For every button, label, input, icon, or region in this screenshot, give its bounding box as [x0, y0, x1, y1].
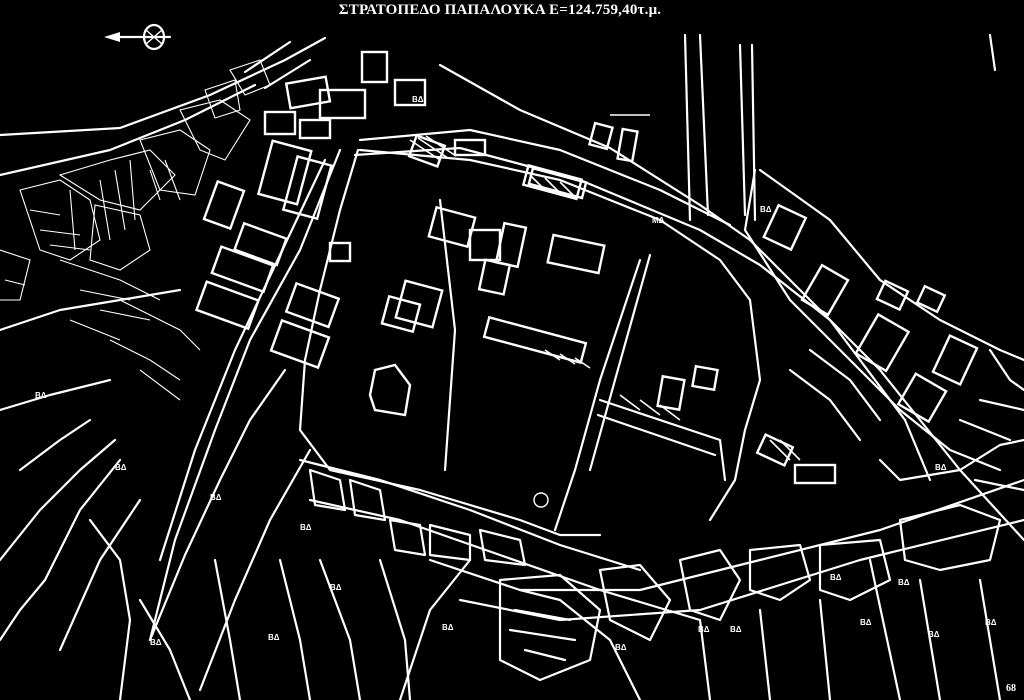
camp-buildings: [194, 133, 719, 508]
svg-text:ΒΔ: ΒΔ: [268, 633, 280, 642]
svg-text:ΒΔ: ΒΔ: [830, 573, 842, 582]
parcel-labels: ΒΔ ΒΔ ΒΔ ΒΔ ΒΔ ΒΔ ΒΔ ΒΔ ΒΔ ΒΔ ΒΔ ΒΔ ΒΔ Β…: [35, 95, 997, 652]
svg-text:ΒΔ: ΒΔ: [730, 625, 742, 634]
svg-text:ΒΔ: ΒΔ: [330, 583, 342, 592]
map-title: ΣΤΡΑΤΟΠΕΔΟ ΠΑΠΑΛΟΥΚΑ Ε=124.759,40τ.μ.: [0, 2, 1024, 19]
svg-text:ΒΔ: ΒΔ: [698, 625, 710, 634]
north-arrow-icon: [104, 23, 172, 51]
svg-text:ΒΔ: ΒΔ: [150, 638, 162, 647]
road-network: [0, 33, 1024, 700]
svg-text:ΒΔ: ΒΔ: [985, 618, 997, 627]
east-parcels: [743, 168, 1024, 492]
map-title-text: ΣΤΡΑΤΟΠΕΔΟ ΠΑΠΑΛΟΥΚΑ Ε=124.759,40τ.μ.: [338, 2, 662, 18]
svg-text:ΒΔ: ΒΔ: [412, 95, 424, 104]
hatching: [409, 135, 801, 461]
svg-text:ΒΔ: ΒΔ: [760, 205, 772, 214]
svg-text:ΒΔ: ΒΔ: [615, 643, 627, 652]
old-town-blocks: [0, 59, 271, 401]
svg-text:ΒΔ: ΒΔ: [300, 523, 312, 532]
page-number: 68: [1006, 683, 1016, 694]
svg-text:ΒΔ: ΒΔ: [115, 463, 127, 472]
svg-text:ΒΔ: ΒΔ: [928, 630, 940, 639]
svg-text:ΒΔ: ΒΔ: [935, 463, 947, 472]
svg-text:ΒΔ: ΒΔ: [860, 618, 872, 627]
south-blocks: [88, 468, 1002, 700]
svg-text:ΒΔ: ΒΔ: [442, 623, 454, 632]
svg-text:ΒΔ: ΒΔ: [210, 493, 222, 502]
svg-text:ΒΔ: ΒΔ: [35, 391, 47, 400]
svg-text:ΜΔ: ΜΔ: [652, 216, 665, 225]
svg-text:ΒΔ: ΒΔ: [898, 578, 910, 587]
